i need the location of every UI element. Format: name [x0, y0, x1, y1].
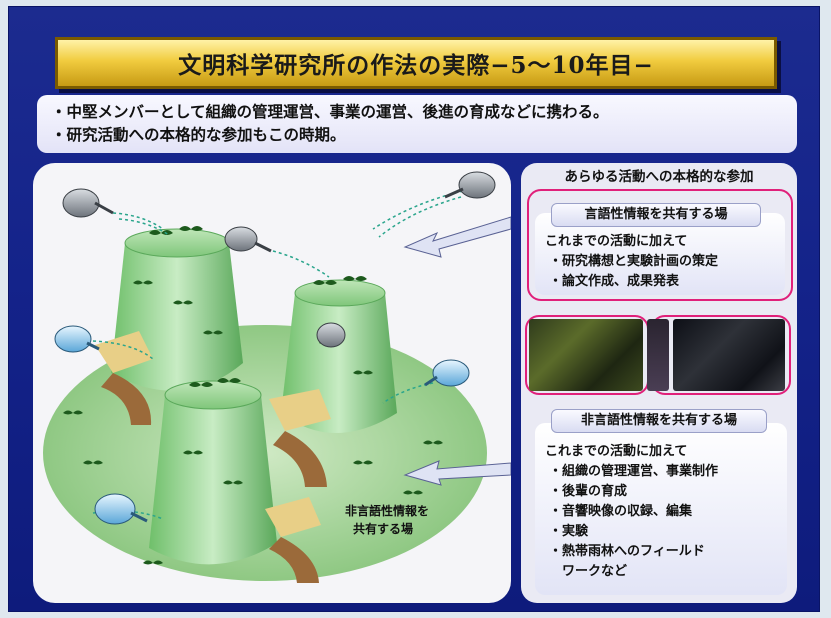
nonverbal-box: これまでの活動に加えて ・組織の管理運営、事業制作 ・後輩の育成 ・音響映像の収…	[535, 423, 787, 595]
illustration-canvas: 非言語性情報を 共有する場	[43, 171, 511, 583]
nonverbal-item-3: ・音響映像の収録、編集	[549, 504, 693, 519]
nonverbal-item-5: ・熱帯雨林へのフィールド	[549, 544, 705, 559]
cut-trunk-3	[265, 497, 321, 583]
arrow-icon	[403, 216, 511, 486]
slide: 文明科学研究所の作法の実際−5〜10年目− ・中堅メンバーとして組織の管理運営、…	[8, 6, 820, 612]
slide-title: 文明科学研究所の作法の実際−5〜10年目−	[178, 52, 654, 79]
verbal-item-1: ・研究構想と実験計画の策定	[549, 254, 719, 269]
summary-line-1: ・中堅メンバーとして組織の管理運営、事業の運営、後進の育成などに携わる。	[51, 102, 609, 121]
nonverbal-item-6: ワークなど	[549, 564, 628, 579]
right-panel-header: あらゆる活動への本格的な参加	[564, 169, 754, 185]
illustration-label-1: 非言語性情報を	[345, 503, 429, 518]
verbal-lead: これまでの活動に加えて	[545, 234, 688, 249]
rainforest-photo	[529, 319, 643, 391]
cut-trunk-2	[269, 389, 331, 487]
stump-3	[149, 380, 277, 565]
studio-photo	[673, 319, 785, 391]
summary-box: ・中堅メンバーとして組織の管理運営、事業の運営、後進の育成などに携わる。 ・研究…	[37, 95, 797, 153]
watering-can-icon	[54, 171, 496, 525]
nonverbal-lead: これまでの活動に加えて	[545, 444, 688, 459]
verbal-title: 言語性情報を共有する場	[551, 203, 761, 227]
cut-trunk-1	[95, 331, 153, 425]
nonverbal-item-1: ・組織の管理運営、事業制作	[549, 464, 719, 479]
photo-strip	[525, 315, 791, 395]
nonverbal-item-2: ・後輩の育成	[549, 484, 628, 499]
nonverbal-item-4: ・実験	[549, 524, 589, 539]
verbal-item-2: ・論文作成、成果発表	[549, 274, 680, 289]
illustration-label-2: 共有する場	[353, 521, 413, 536]
summary-line-2: ・研究活動への本格的な参加もこの時期。	[51, 125, 346, 144]
stumps-illustration: 非言語性情報を 共有する場	[33, 163, 511, 603]
nonverbal-title: 非言語性情報を共有する場	[551, 409, 767, 433]
field-person-photo	[647, 319, 669, 391]
title-bar: 文明科学研究所の作法の実際−5〜10年目−	[55, 37, 777, 89]
verbal-frame	[527, 189, 793, 301]
